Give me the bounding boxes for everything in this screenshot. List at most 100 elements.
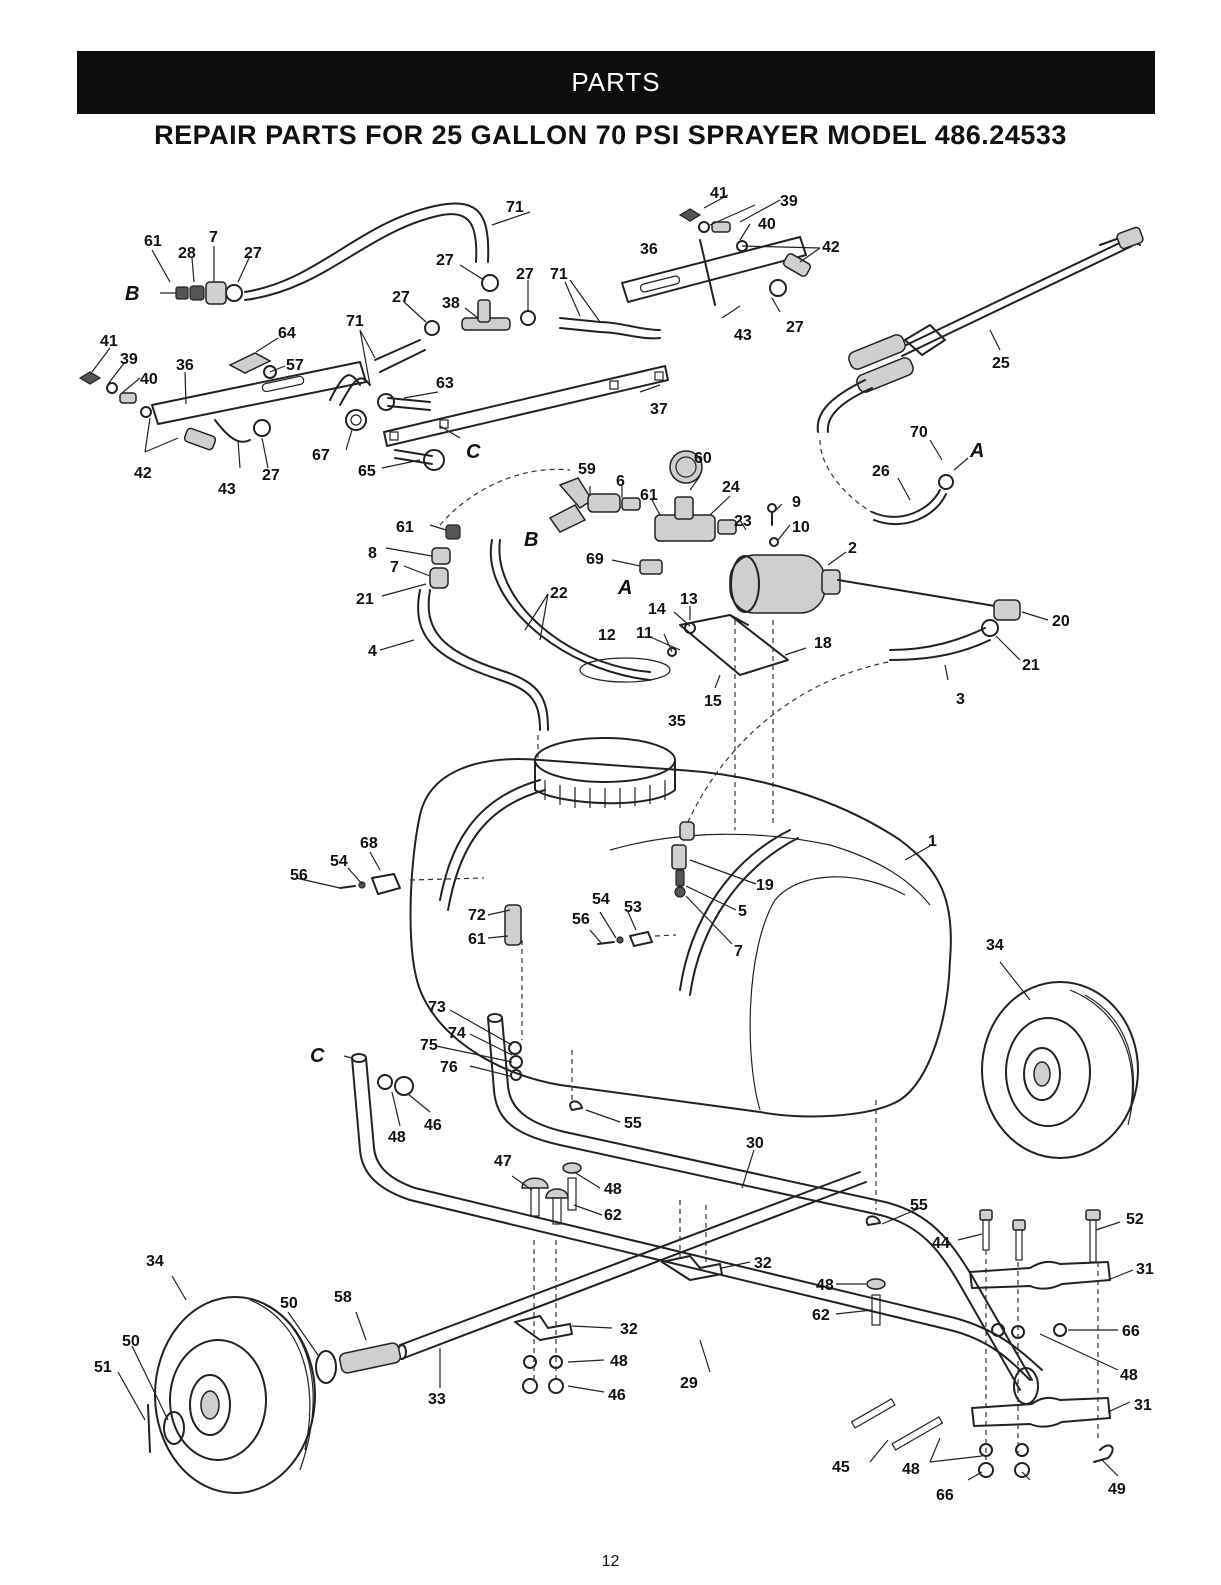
callout-31: 31 [1134,1397,1152,1414]
page-title: REPAIR PARTS FOR 25 GALLON 70 PSI SPRAYE… [154,120,1067,150]
callout-49: 49 [1108,1481,1126,1498]
callout-25: 25 [992,355,1010,372]
tank [339,737,952,1118]
boom-bracket-left [78,352,367,451]
callout-51: 51 [94,1359,112,1376]
callout-52: 52 [1126,1211,1144,1228]
callout-62: 62 [812,1307,830,1324]
callout-75: 75 [420,1037,438,1054]
callout-27: 27 [786,319,804,336]
callout-43: 43 [734,327,752,344]
callout-39: 39 [780,193,798,210]
callout-48: 48 [604,1181,622,1198]
callout-58: 58 [334,1289,352,1306]
callout-27: 27 [262,467,280,484]
callout-68: 68 [360,835,378,852]
ref-letter-b: B [125,283,139,305]
callout-20: 20 [1052,613,1070,630]
wheel-left [147,1296,337,1494]
callout-24: 24 [722,479,740,496]
callout-54: 54 [592,891,610,908]
callout-76: 76 [440,1059,458,1076]
callout-10: 10 [792,519,810,536]
callout-59: 59 [578,461,596,478]
ref-letter-b: B [524,529,538,551]
callout-65: 65 [358,463,376,480]
callout-54: 54 [330,853,348,870]
callout-27: 27 [244,245,262,262]
callout-48: 48 [902,1461,920,1478]
callout-39: 39 [120,351,138,368]
callout-46: 46 [424,1117,442,1134]
spray-wand [816,226,1144,526]
callout-71: 71 [346,313,364,330]
callout-57: 57 [286,357,304,374]
callout-34: 34 [986,937,1004,954]
callout-71: 71 [550,266,568,283]
callout-72: 72 [468,907,486,924]
wheel-right [981,981,1139,1159]
callout-48: 48 [610,1353,628,1370]
callout-5: 5 [738,903,747,920]
callout-29: 29 [680,1375,698,1392]
callout-69: 69 [586,551,604,568]
callout-1: 1 [928,833,937,850]
leader-lines [91,194,1134,1481]
callout-45: 45 [832,1459,850,1476]
callout-labels: 71 61 28 7 27 B 27 27 71 27 38 71 41 39 … [94,185,1154,1504]
callout-4: 4 [368,643,377,660]
callout-23: 23 [734,513,752,530]
callout-67: 67 [312,447,330,464]
callout-53: 53 [624,899,642,916]
callout-66: 66 [936,1487,954,1504]
ref-letter-a: A [617,577,632,599]
callout-13: 13 [680,591,698,608]
callout-41: 41 [100,333,118,350]
callout-48: 48 [816,1277,834,1294]
ref-letter-c: C [310,1045,325,1067]
callout-71: 71 [506,199,524,216]
callout-36: 36 [176,357,194,374]
ref-letter-a: A [969,440,984,462]
callout-36: 36 [640,241,658,258]
callout-42: 42 [822,239,840,256]
callout-14: 14 [648,601,666,618]
callout-40: 40 [758,216,776,233]
callout-7: 7 [734,943,743,960]
callout-22: 22 [550,585,568,602]
callout-3: 3 [956,691,965,708]
callout-46: 46 [608,1387,626,1404]
callout-15: 15 [704,693,722,710]
callout-43: 43 [218,481,236,498]
callout-42: 42 [134,465,152,482]
callout-7: 7 [209,229,218,246]
callout-55: 55 [910,1197,928,1214]
pump-valve-assembly [417,450,1021,841]
hose-assembly-top [160,202,787,437]
callout-61: 61 [640,487,658,504]
callout-56: 56 [572,911,590,928]
callout-64: 64 [278,325,296,342]
callout-60: 60 [694,450,712,467]
callout-21: 21 [356,591,374,608]
callout-27: 27 [392,289,410,306]
callout-9: 9 [792,494,801,511]
callout-48: 48 [388,1129,406,1146]
callout-12: 12 [598,627,616,644]
callout-11: 11 [636,625,653,642]
callout-21: 21 [1022,657,1040,674]
callout-38: 38 [442,295,460,312]
callout-31: 31 [1136,1261,1154,1278]
callout-44: 44 [932,1235,950,1252]
callout-2: 2 [848,540,857,557]
callout-63: 63 [436,375,454,392]
callout-27: 27 [516,266,534,283]
callout-61: 61 [144,233,162,250]
callout-18: 18 [814,635,832,652]
callout-50: 50 [280,1295,298,1312]
parts-banner: PARTS [77,51,1155,114]
callout-34: 34 [146,1253,164,1270]
callout-47: 47 [494,1153,512,1170]
callout-33: 33 [428,1391,446,1408]
